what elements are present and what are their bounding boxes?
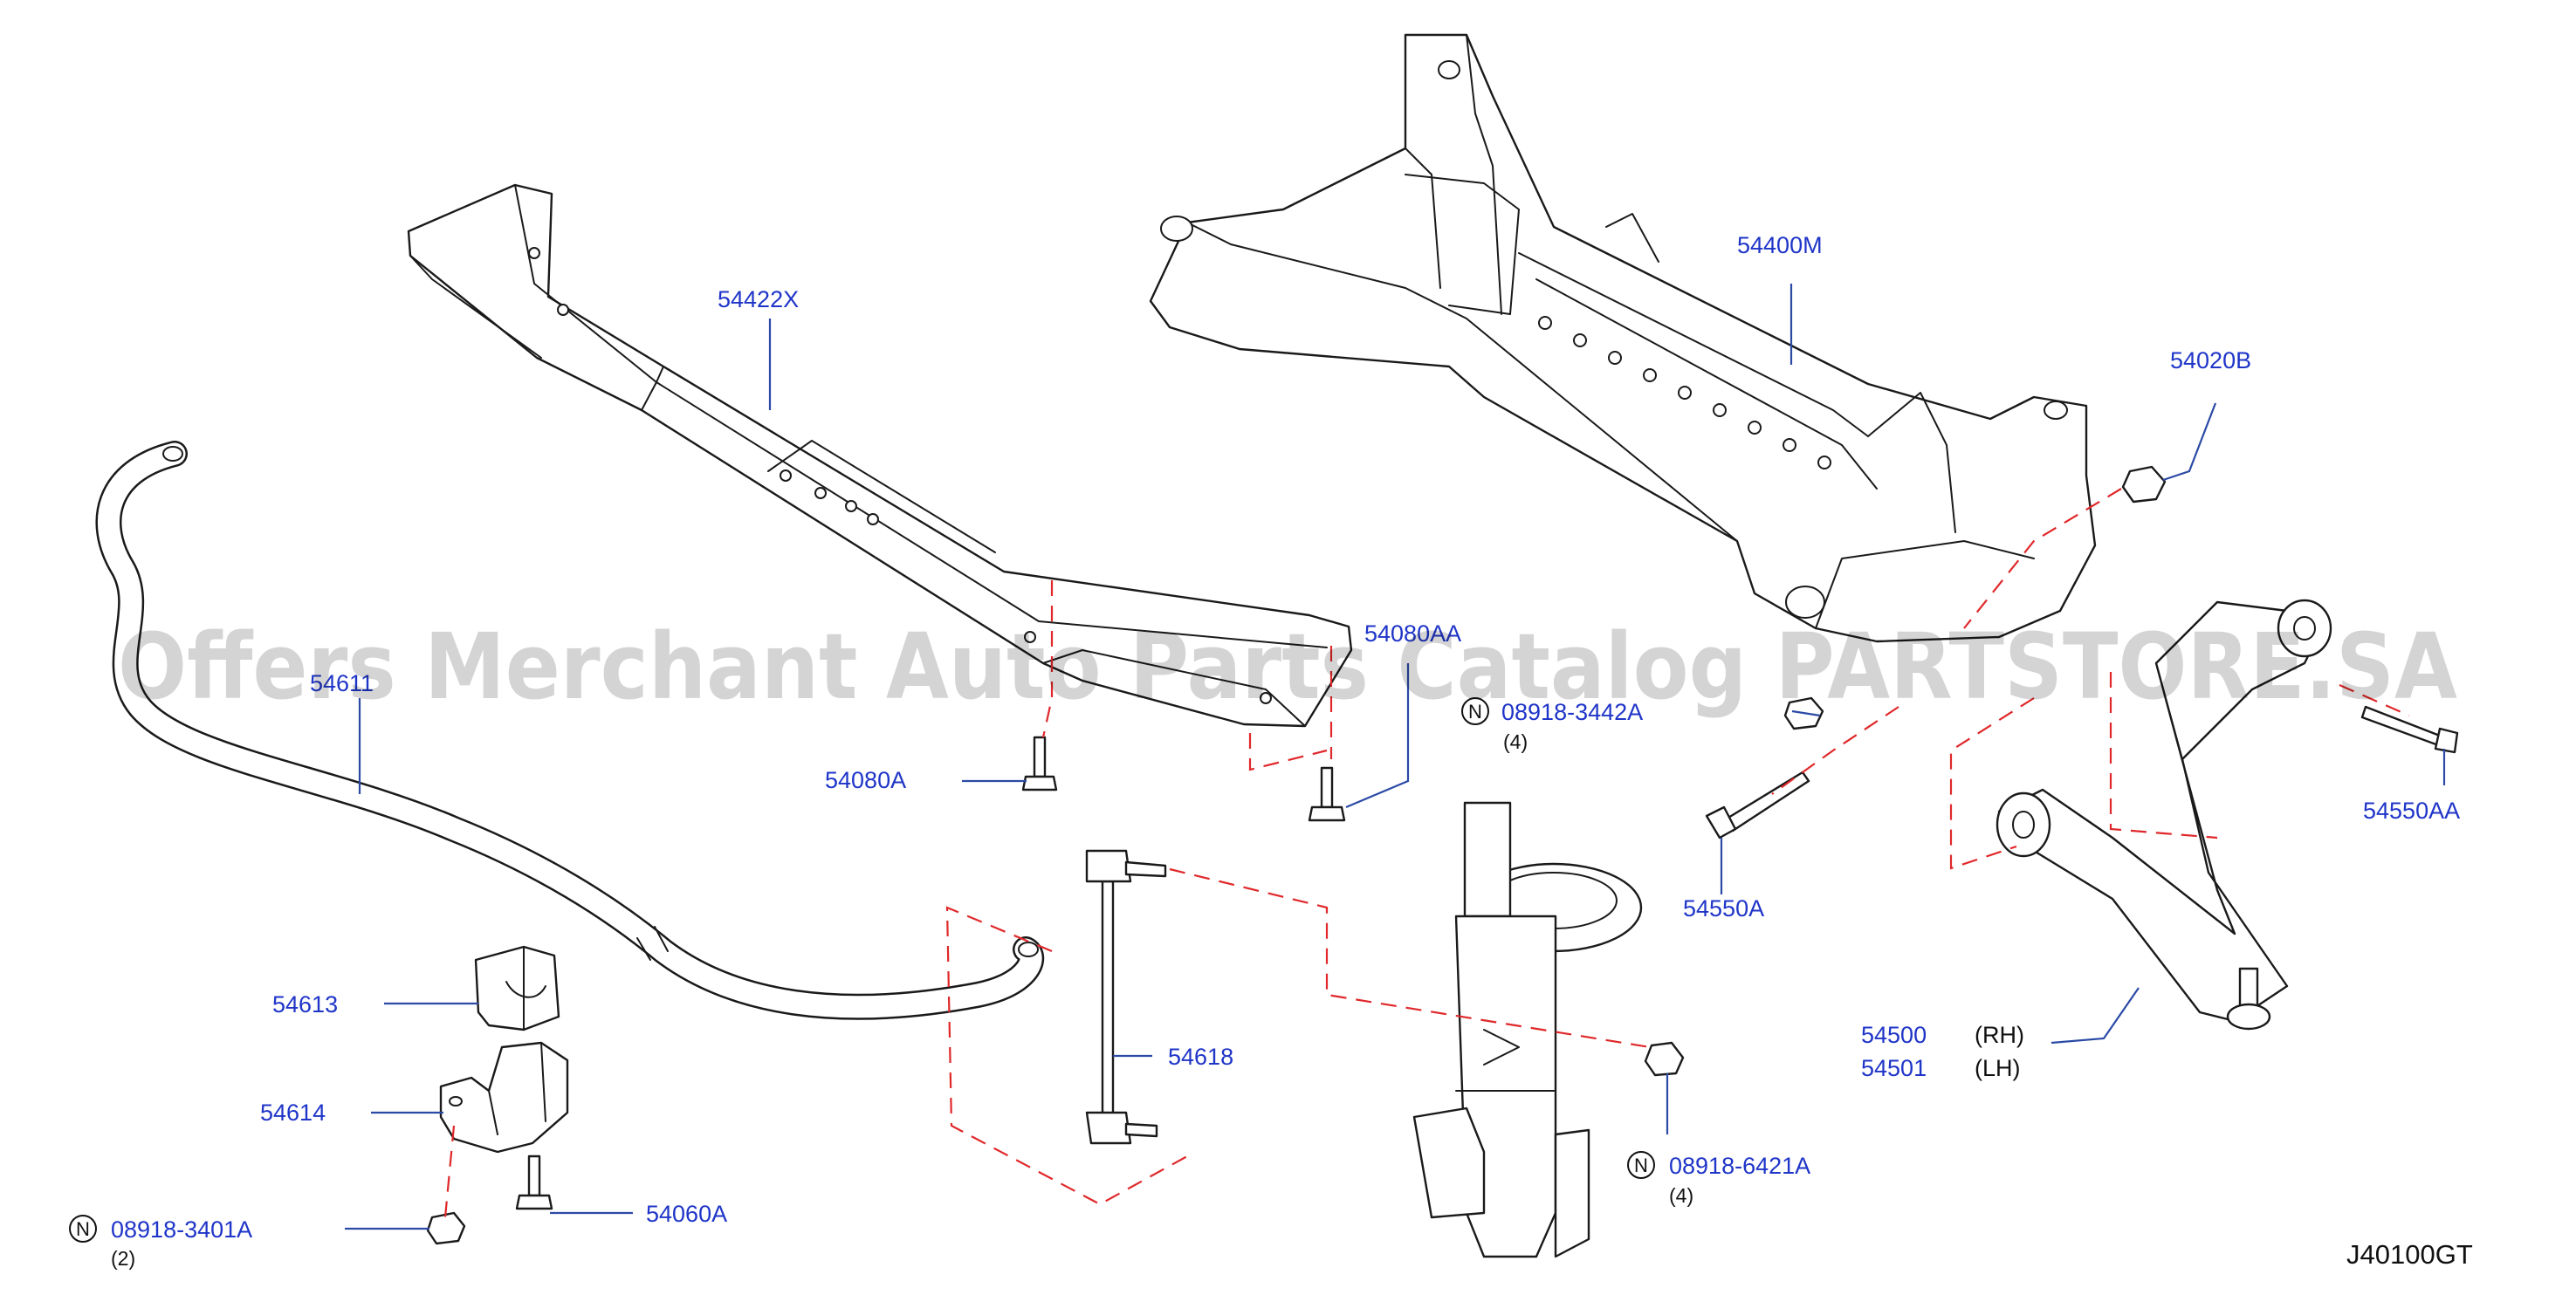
- quantity-08918-3442A: (4): [1503, 730, 1528, 753]
- side-label-rh: (RH): [1975, 1022, 2024, 1048]
- assembly-guide-lines: [443, 488, 2410, 1218]
- quantity-08918-3401A: (2): [111, 1247, 135, 1270]
- part-label-54020B: 54020B: [2170, 347, 2251, 373]
- part-label-54550A: 54550A: [1683, 895, 1764, 922]
- crossmember-54422X-drawing: [407, 183, 1353, 728]
- n-marker-08918-3442A: N: [1461, 697, 1489, 725]
- part-label-54080AA: 54080AA: [1364, 620, 1461, 647]
- part-label-54400M: 54400M: [1737, 232, 1823, 258]
- stabilizer-bar-54611-drawing: [95, 441, 1045, 1020]
- part-label-54618: 54618: [1168, 1044, 1233, 1070]
- part-label-08918-3401A: 08918-3401A: [111, 1216, 252, 1243]
- part-label-54500: 54500: [1861, 1022, 1927, 1048]
- part-label-54613: 54613: [272, 991, 338, 1018]
- part-label-54614: 54614: [260, 1100, 326, 1126]
- part-label-54550AA: 54550AA: [2363, 798, 2460, 824]
- nut-54020B-drawing: [2121, 465, 2167, 504]
- part-label-08918-6421A: 08918-6421A: [1669, 1153, 1810, 1179]
- bolt-54080A-drawing: [1021, 736, 1058, 791]
- watermark-text: Offers Merchant Auto Parts Catalog PARTS…: [118, 613, 2457, 720]
- lower-arm-54500-drawing: [1996, 599, 2332, 1031]
- n-marker-letter: N: [76, 1218, 90, 1240]
- part-label-08918-3442A: 08918-3442A: [1501, 699, 1643, 725]
- part-label-54080A: 54080A: [825, 767, 906, 793]
- part-label-54422X: 54422X: [718, 286, 799, 312]
- bushing-54613-drawing: [474, 945, 560, 1031]
- side-label-lh: (LH): [1975, 1055, 2021, 1081]
- bolt-54550AA-drawing: [2360, 705, 2459, 754]
- part-label-54611: 54611: [310, 670, 374, 696]
- diagram-code: J40100GT: [2346, 1239, 2473, 1270]
- strut-drawing: [1412, 801, 1643, 1258]
- n-marker-letter: N: [1468, 701, 1482, 723]
- quantity-08918-6421A: (4): [1669, 1184, 1693, 1207]
- crossmember-54400M-drawing: [1149, 33, 2097, 643]
- leader-lines: [345, 284, 2446, 1230]
- nut-08918-6421A-drawing: [1644, 1041, 1685, 1077]
- n-marker-letter: N: [1634, 1155, 1648, 1176]
- clamp-54614-drawing: [439, 1041, 569, 1154]
- part-label-54060A: 54060A: [646, 1201, 727, 1227]
- part-label-54501: 54501: [1861, 1055, 1927, 1081]
- nut-08918-3401A-drawing: [426, 1211, 466, 1245]
- bolt-54550A-drawing: [1705, 771, 1810, 839]
- n-marker-08918-3401A: N: [69, 1215, 97, 1243]
- n-marker-08918-6421A: N: [1627, 1151, 1655, 1179]
- stabilizer-link-54618-drawing: [1085, 849, 1167, 1145]
- bolt-54060A-drawing: [515, 1155, 553, 1210]
- bolt-54080AA-drawing: [1308, 766, 1346, 822]
